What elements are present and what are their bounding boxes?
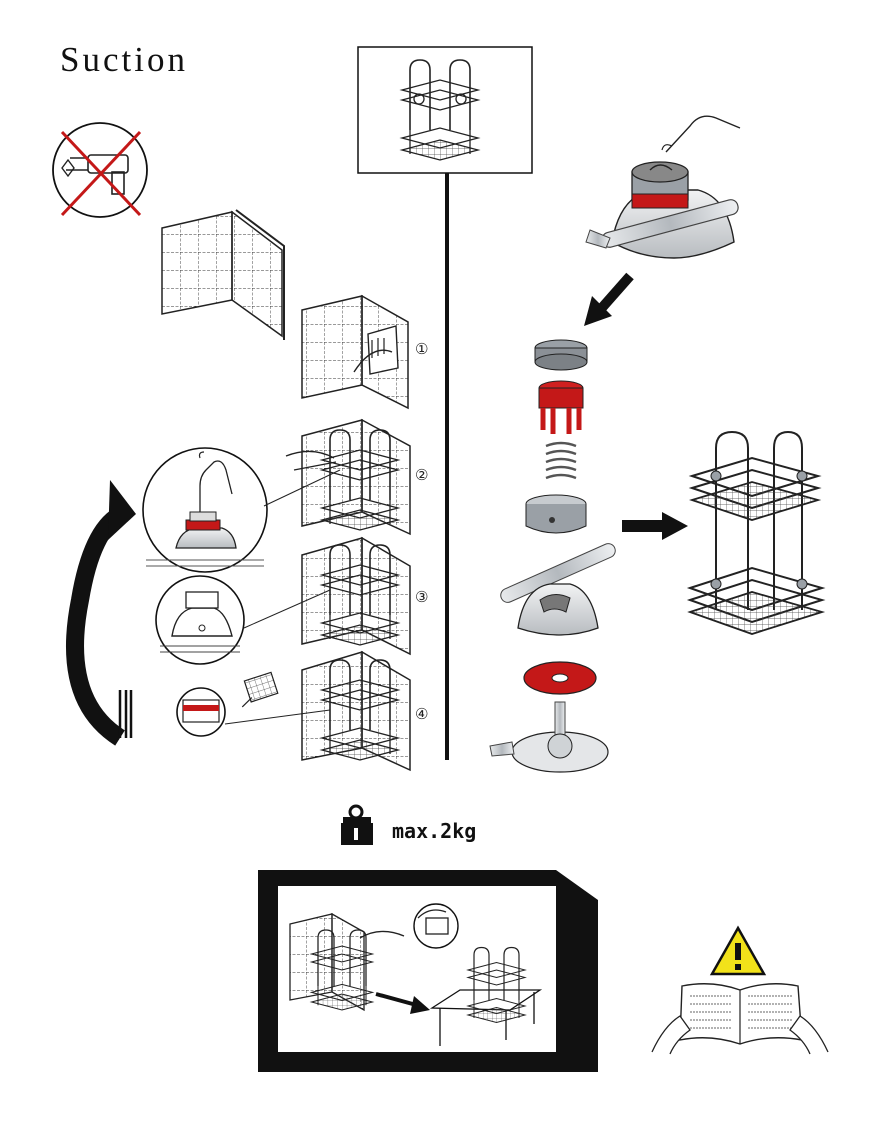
wall-step-4 xyxy=(301,650,411,772)
page-title: Suction xyxy=(60,40,188,79)
step-4-number: ④ xyxy=(415,705,429,723)
read-manual-icon xyxy=(651,983,829,1055)
tile-wall-clean-step xyxy=(301,294,409,410)
arrow-down-left-icon xyxy=(596,272,634,314)
no-drilling-icon xyxy=(52,122,148,218)
part-collar xyxy=(525,494,587,534)
callout-suction-detail xyxy=(155,575,331,665)
part-red-button xyxy=(538,380,584,434)
step-2-number: ② xyxy=(415,466,429,484)
package-contents-box xyxy=(357,46,533,174)
suction-cup-icon-left xyxy=(413,93,425,105)
warning-triangle-icon xyxy=(709,925,767,976)
arrow-right-head-icon xyxy=(662,512,688,540)
step-1-number: ① xyxy=(415,340,429,358)
arrow-head-icon xyxy=(584,296,612,326)
part-cap xyxy=(534,339,588,371)
part-rod xyxy=(500,543,616,603)
suction-cup-icon-right xyxy=(455,93,467,105)
weight-icon xyxy=(341,804,373,845)
part-dome xyxy=(517,583,599,636)
wall-step-3 xyxy=(301,536,411,656)
part-spring xyxy=(545,441,577,480)
suction-cup-assembled xyxy=(585,115,741,259)
callout-red-ring-indicator xyxy=(176,671,331,737)
callout-press-cap xyxy=(142,447,341,573)
assembled-caddy xyxy=(686,430,826,635)
curved-return-arrow-icon xyxy=(66,480,136,746)
step-3-number: ③ xyxy=(415,588,429,606)
max-load-label: max.2kg xyxy=(392,819,477,843)
part-suction-base xyxy=(489,701,609,773)
tile-wall-plain xyxy=(161,209,285,340)
wall-step-2 xyxy=(285,418,411,536)
part-red-disc xyxy=(523,661,597,695)
removal-scene-frame xyxy=(258,870,598,1072)
